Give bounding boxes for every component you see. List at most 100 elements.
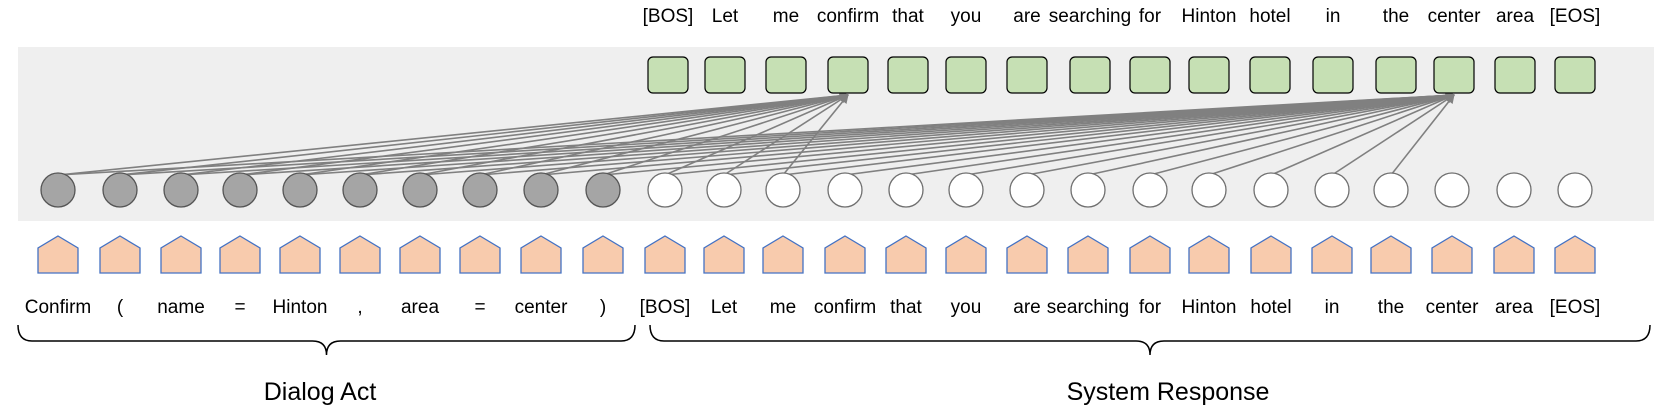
input-token-label: you bbox=[950, 297, 982, 318]
response-hidden-node bbox=[1314, 172, 1350, 208]
response-hidden-node bbox=[1557, 172, 1593, 208]
input-embedding-pentagon bbox=[1188, 235, 1230, 274]
input-embedding-pentagon bbox=[459, 235, 501, 274]
input-token-label: , bbox=[357, 297, 363, 318]
dialog-act-hidden-node bbox=[462, 172, 498, 208]
output-token-label: searching bbox=[1048, 6, 1132, 27]
input-token-label: that bbox=[890, 297, 922, 318]
input-embedding-pentagon bbox=[945, 235, 987, 274]
attention-arrow bbox=[844, 91, 1455, 176]
response-hidden-node bbox=[1191, 172, 1227, 208]
input-embedding-pentagon bbox=[703, 235, 745, 274]
output-token-square bbox=[1312, 56, 1354, 94]
response-hidden-node bbox=[706, 172, 742, 208]
output-token-label: hotel bbox=[1249, 6, 1291, 27]
input-token-label: name bbox=[157, 297, 205, 318]
output-token-square bbox=[945, 56, 987, 94]
output-token-square bbox=[827, 56, 869, 94]
input-embedding-pentagon bbox=[520, 235, 562, 274]
response-hidden-node bbox=[888, 172, 924, 208]
response-hidden-node bbox=[1253, 172, 1289, 208]
output-token-square bbox=[1554, 56, 1596, 94]
response-hidden-node bbox=[765, 172, 801, 208]
output-token-square bbox=[1188, 56, 1230, 94]
input-token-label: Confirm bbox=[24, 297, 92, 318]
output-token-square bbox=[647, 56, 689, 94]
output-token-label: confirm bbox=[816, 6, 880, 27]
attention-arrow bbox=[540, 91, 1455, 176]
input-token-label: center bbox=[1425, 297, 1479, 318]
input-embedding-pentagon bbox=[1006, 235, 1048, 274]
response-hidden-node bbox=[827, 172, 863, 208]
input-token-label: Hinton bbox=[1181, 297, 1237, 318]
dialog-act-hidden-node bbox=[523, 172, 559, 208]
output-token-square bbox=[1494, 56, 1536, 94]
attention-arrow bbox=[723, 91, 1455, 176]
input-embedding-pentagon bbox=[160, 235, 202, 274]
dialog-act-hidden-node bbox=[40, 172, 76, 208]
response-hidden-node bbox=[1009, 172, 1045, 208]
input-token-label: = bbox=[234, 297, 246, 318]
dialog-act-hidden-node bbox=[282, 172, 318, 208]
input-embedding-pentagon bbox=[1129, 235, 1171, 274]
response-hidden-node bbox=[1434, 172, 1470, 208]
response-hidden-node bbox=[948, 172, 984, 208]
response-hidden-node bbox=[1373, 172, 1409, 208]
input-embedding-pentagon bbox=[219, 235, 261, 274]
output-token-label: are bbox=[1013, 6, 1041, 27]
input-embedding-pentagon bbox=[885, 235, 927, 274]
output-token-label: you bbox=[950, 6, 982, 27]
output-token-square bbox=[1069, 56, 1111, 94]
input-token-label: Hinton bbox=[272, 297, 328, 318]
input-token-label: are bbox=[1013, 297, 1041, 318]
dialog-act-hidden-node bbox=[102, 172, 138, 208]
input-embedding-pentagon bbox=[582, 235, 624, 274]
input-embedding-pentagon bbox=[1370, 235, 1412, 274]
dialog-act-hidden-node bbox=[163, 172, 199, 208]
output-token-square bbox=[1249, 56, 1291, 94]
attention-arrow bbox=[602, 91, 1455, 176]
output-token-square bbox=[765, 56, 807, 94]
output-token-square bbox=[1375, 56, 1417, 94]
output-token-label: area bbox=[1495, 6, 1535, 27]
dialog-act-hidden-node bbox=[342, 172, 378, 208]
input-embedding-pentagon bbox=[279, 235, 321, 274]
response-hidden-node bbox=[647, 172, 683, 208]
system-response-brace bbox=[649, 324, 1651, 356]
attention-arrow bbox=[119, 91, 849, 176]
input-token-label: the bbox=[1377, 297, 1405, 318]
input-token-label: hotel bbox=[1250, 297, 1292, 318]
input-embedding-pentagon bbox=[1250, 235, 1292, 274]
output-token-label: the bbox=[1382, 6, 1410, 27]
input-embedding-pentagon bbox=[1067, 235, 1109, 274]
output-token-label: [BOS] bbox=[642, 6, 694, 27]
input-embedding-pentagon bbox=[824, 235, 866, 274]
input-token-label: = bbox=[474, 297, 486, 318]
dialog-act-hidden-node bbox=[585, 172, 621, 208]
output-token-label: in bbox=[1325, 6, 1341, 27]
dialog-act-hidden-node bbox=[222, 172, 258, 208]
input-embedding-pentagon bbox=[1493, 235, 1535, 274]
input-embedding-pentagon bbox=[762, 235, 804, 274]
attention-arrow bbox=[905, 91, 1455, 176]
input-embedding-pentagon bbox=[644, 235, 686, 274]
output-token-square bbox=[1433, 56, 1475, 94]
attention-arrow bbox=[1208, 93, 1455, 176]
attention-arrow bbox=[1270, 94, 1455, 176]
response-hidden-node bbox=[1070, 172, 1106, 208]
input-token-label: [BOS] bbox=[639, 297, 691, 318]
dialog-act-section-label: Dialog Act bbox=[263, 378, 377, 406]
input-token-label: searching bbox=[1046, 297, 1130, 318]
attention-arrow bbox=[419, 91, 1455, 176]
attention-arrow bbox=[782, 91, 1455, 176]
input-embedding-pentagon bbox=[399, 235, 441, 274]
attention-arrow bbox=[1390, 94, 1455, 176]
input-token-label: for bbox=[1138, 297, 1162, 318]
output-token-label: center bbox=[1427, 6, 1481, 27]
input-embedding-pentagon bbox=[1554, 235, 1596, 274]
response-hidden-node bbox=[1496, 172, 1532, 208]
input-token-label: area bbox=[1494, 297, 1534, 318]
input-token-label: confirm bbox=[813, 297, 877, 318]
